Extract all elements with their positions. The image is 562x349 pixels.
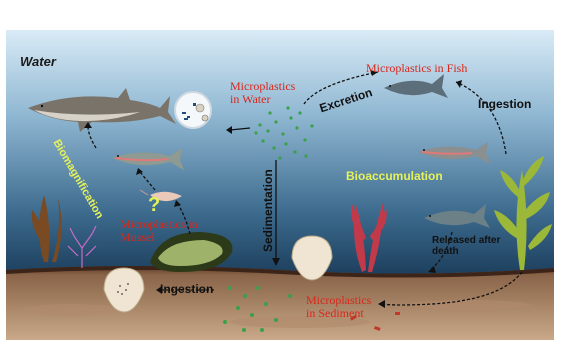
label-microplastics-in-mussel: Microplastics in Mussel (120, 218, 198, 243)
label-microplastics-in-sediment: Microplastics in Sediment (306, 294, 371, 319)
magnified-microplastics (175, 92, 211, 128)
label-ingestion-top: Ingestion (478, 98, 531, 111)
label-released-after-death: Released after death (432, 236, 500, 257)
label-bioaccumulation: Bioaccumulation (346, 170, 443, 183)
label-microplastics-in-fish: Microplastics in Fish (366, 62, 467, 75)
label-microplastics-in-water: Microplastics in Water (230, 80, 295, 105)
label-question-mark: ? (148, 195, 160, 216)
water-surface (6, 20, 554, 30)
label-ingestion-bottom: Ingestion (160, 283, 213, 296)
label-water: Water (20, 55, 56, 69)
label-sedimentation: Sedimentation (262, 169, 275, 252)
